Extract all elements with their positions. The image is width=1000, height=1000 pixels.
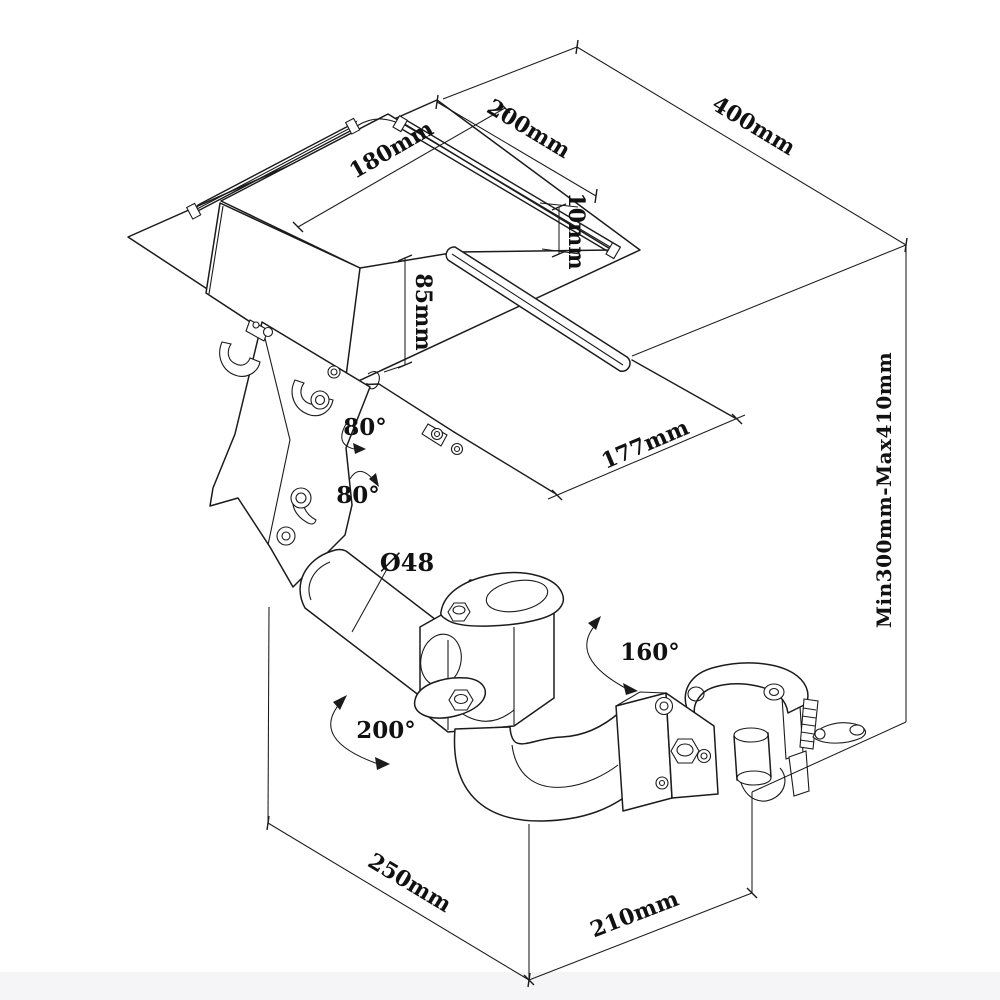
- block-top-plate: [440, 571, 564, 627]
- arrowhead-icon: [588, 616, 601, 630]
- angle-80-lower-label: 80°: [336, 482, 380, 509]
- clamp-hex-nut-bottom: [448, 689, 474, 711]
- box-edge-right: [751, 721, 907, 793]
- clamp-hole: [687, 686, 705, 702]
- dim-line-200: [436, 101, 597, 197]
- arc-200: [330, 701, 382, 766]
- angle-annotations: [330, 423, 638, 770]
- dia-48-label: Ø48: [380, 548, 434, 577]
- pole-hole: [485, 579, 549, 613]
- arrowhead-icon: [369, 473, 379, 487]
- hanger-hook-upper: [219, 341, 261, 377]
- angle-160-label: 160°: [620, 639, 680, 666]
- dim-line-210: [528, 892, 753, 981]
- arrowhead-icon: [333, 695, 347, 710]
- wing-nut: [812, 722, 867, 744]
- ext-line-top: [442, 46, 578, 100]
- footer-strip: [0, 972, 1000, 1000]
- ext-line-left: [267, 606, 270, 824]
- box-edge-panel: [631, 244, 907, 357]
- plate-socket-bolt: [654, 696, 674, 716]
- swivel-block: [413, 571, 564, 733]
- dimension-ticks: [266, 39, 908, 988]
- pivot-bolt: [290, 487, 312, 509]
- dim-minmax-label: Min300mm-Max410mm: [872, 352, 896, 628]
- dim-line-400: [576, 46, 907, 246]
- leader-dia48: [351, 568, 388, 633]
- arrowhead-icon: [353, 443, 366, 454]
- arrowhead-icon: [375, 757, 390, 770]
- angle-80-upper-label: 80°: [343, 414, 387, 441]
- clamp-mount-plate: [615, 691, 719, 812]
- tray-right-rail: [392, 115, 622, 260]
- tilt-bracket: [209, 319, 371, 588]
- plate-hex-bolt: [670, 738, 712, 764]
- dim-line-180: [297, 107, 506, 228]
- tray-left-rail: [185, 117, 361, 220]
- tray-corner-hardware: [366, 371, 464, 456]
- dimension-lines: [266, 39, 908, 988]
- dim-line-177: [547, 414, 746, 500]
- dim-line-250: [267, 822, 530, 981]
- bracket-plate: [209, 321, 371, 588]
- hook-bolt: [310, 390, 330, 410]
- tray-assembly: [127, 99, 736, 495]
- dim-10mm-label: 10mm: [563, 192, 589, 269]
- angle-200-label: 200°: [356, 717, 416, 744]
- clamp-hex-bolt-top: [447, 602, 471, 622]
- arc-160: [586, 622, 630, 691]
- arrowhead-icon: [623, 683, 638, 695]
- dim-85mm-label: 85mm: [410, 273, 436, 350]
- truss-clamp: [684, 662, 867, 802]
